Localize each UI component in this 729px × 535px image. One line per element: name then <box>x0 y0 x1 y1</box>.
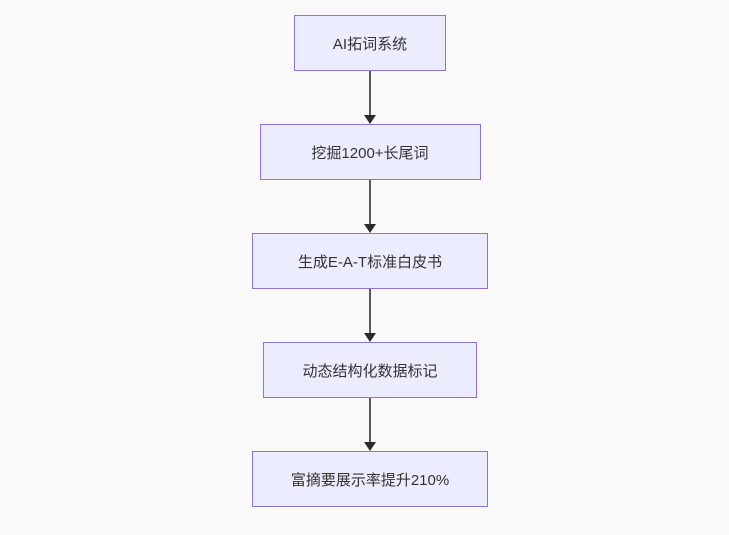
flow-node-longtail-mining: 挖掘1200+长尾词 <box>259 124 481 180</box>
flow-edge-3 <box>363 289 377 342</box>
edge-line <box>369 289 371 333</box>
flow-node-label: 动态结构化数据标记 <box>302 362 438 380</box>
arrowhead-down-icon <box>364 115 376 124</box>
edge-line <box>369 398 371 442</box>
edge-line <box>369 71 371 115</box>
flow-node-label: 富摘要展示率提升210% <box>290 471 450 489</box>
flow-edge-1 <box>363 71 377 124</box>
flow-edge-2 <box>363 180 377 233</box>
arrowhead-down-icon <box>364 333 376 342</box>
flow-node-structured-data-markup: 动态结构化数据标记 <box>263 342 477 398</box>
flow-node-label: AI拓词系统 <box>332 35 408 53</box>
flow-node-rich-snippet-result: 富摘要展示率提升210% <box>251 451 489 507</box>
arrowhead-down-icon <box>364 224 376 233</box>
flow-edge-4 <box>363 398 377 451</box>
edge-line <box>369 180 371 224</box>
flow-node-ai-keyword-system: AI拓词系统 <box>293 15 447 71</box>
arrowhead-down-icon <box>364 442 376 451</box>
flow-node-label: 生成E-A-T标准白皮书 <box>297 253 443 271</box>
flow-node-label: 挖掘1200+长尾词 <box>311 144 429 162</box>
flow-node-eat-whitepaper: 生成E-A-T标准白皮书 <box>252 233 488 289</box>
